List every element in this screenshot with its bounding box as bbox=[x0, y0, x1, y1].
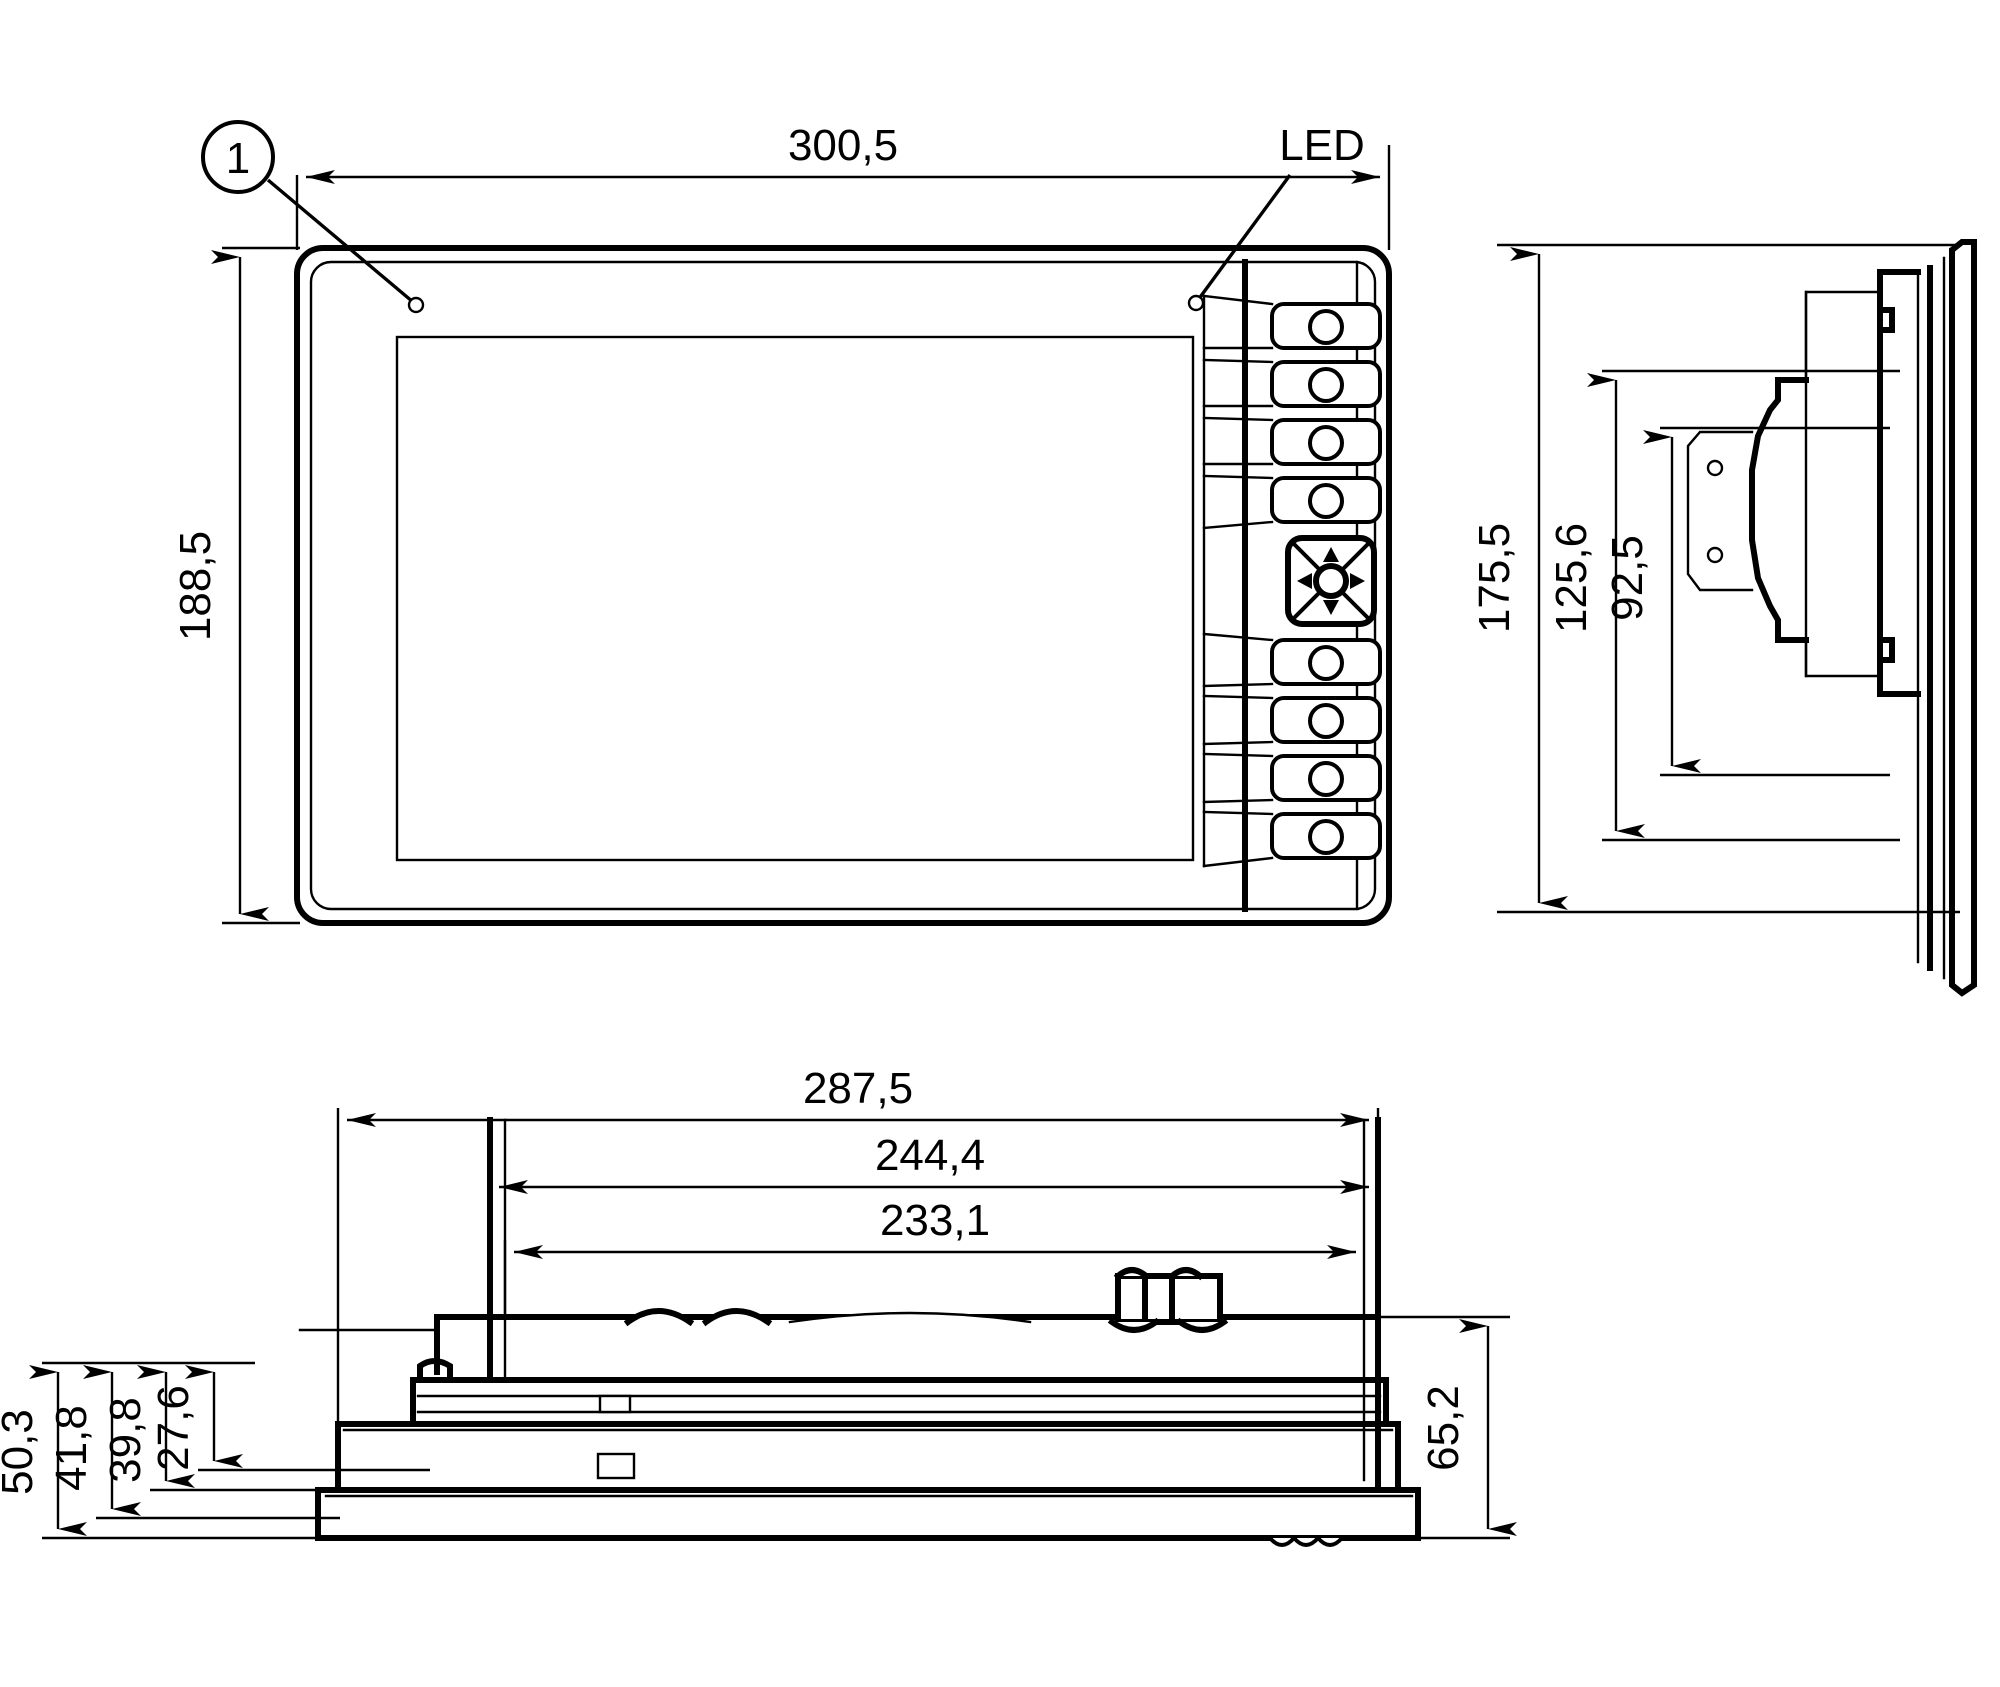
bottom-main-housing bbox=[434, 1314, 1381, 1375]
bottom-body-tier2 bbox=[335, 1421, 1401, 1493]
dimension-bottom-depth-stack: 50,3 41,8 39,8 27,6 bbox=[0, 1361, 430, 1540]
dimension-side-mid-height: 125,6 bbox=[1547, 369, 1900, 842]
side-mounting-bracket bbox=[1749, 377, 1809, 643]
led-label: LED bbox=[1279, 121, 1365, 170]
bottom-clip-left bbox=[417, 1358, 453, 1383]
dimension-bottom-right-height: 65,2 bbox=[1378, 1315, 1517, 1540]
dim-label-side-inner-height: 92,5 bbox=[1603, 535, 1652, 621]
dim-label-depth-c: 39,8 bbox=[101, 1397, 150, 1483]
dimension-bottom-third-width: 233,1 bbox=[503, 1196, 1356, 1318]
dim-label-depth-d: 27,6 bbox=[149, 1385, 198, 1471]
dimension-bottom-second-width: 244,4 bbox=[488, 1131, 1369, 1318]
navigation-pad[interactable] bbox=[1285, 535, 1377, 627]
front-view: 300,5 188,5 1 LED bbox=[171, 120, 1392, 926]
function-key[interactable] bbox=[1270, 418, 1382, 466]
side-front-plate bbox=[1949, 239, 1977, 997]
function-key-group-upper bbox=[1270, 302, 1382, 524]
balloon-callout-1: 1 bbox=[201, 120, 425, 314]
side-boss-lower bbox=[1877, 637, 1895, 663]
led-callout: LED bbox=[1187, 121, 1365, 312]
function-key[interactable] bbox=[1270, 476, 1382, 524]
function-key[interactable] bbox=[1270, 360, 1382, 408]
dim-label-bottom-right-height: 65,2 bbox=[1419, 1385, 1468, 1471]
dim-label-side-mid-height: 125,6 bbox=[1547, 523, 1596, 633]
side-body-outline bbox=[1877, 269, 1921, 697]
bottom-section-view: 287,5 244,4 233,1 65,2 bbox=[0, 1064, 1517, 1547]
dim-label-depth-a: 50,3 bbox=[0, 1409, 42, 1495]
function-key[interactable] bbox=[1270, 302, 1382, 350]
bottom-notch-b bbox=[598, 1394, 632, 1414]
dim-label-front-width: 300,5 bbox=[788, 121, 898, 170]
dim-label-depth-b: 41,8 bbox=[47, 1405, 96, 1491]
keypad-tick-lines bbox=[1202, 294, 1274, 868]
side-view: 175,5 125,6 92,5 bbox=[1470, 239, 1977, 997]
dimension-bottom-overall-width: 287,5 bbox=[336, 1064, 1380, 1470]
function-key[interactable] bbox=[1270, 638, 1382, 686]
dim-label-side-overall-height: 175,5 bbox=[1470, 523, 1519, 633]
dimension-front-height: 188,5 bbox=[171, 246, 300, 925]
balloon-label-1: 1 bbox=[226, 134, 250, 183]
dimension-side-overall-height: 175,5 bbox=[1470, 243, 1960, 914]
bottom-body-tier3 bbox=[410, 1377, 1389, 1427]
function-key[interactable] bbox=[1270, 812, 1382, 860]
bottom-base-feet bbox=[1267, 1535, 1345, 1547]
dimension-side-inner-height: 92,5 bbox=[1603, 426, 1890, 777]
dim-label-front-height: 188,5 bbox=[171, 531, 220, 641]
bottom-connector-block bbox=[1107, 1267, 1229, 1333]
dim-label-bottom-third-width: 233,1 bbox=[880, 1196, 990, 1245]
front-bezel-outline bbox=[294, 245, 1392, 926]
function-key[interactable] bbox=[1270, 754, 1382, 802]
bottom-notch-a bbox=[596, 1452, 636, 1480]
dim-label-bottom-overall-width: 287,5 bbox=[803, 1064, 913, 1113]
bottom-dome-bumps bbox=[623, 1308, 1032, 1327]
dimension-front-width: 300,5 bbox=[295, 121, 1391, 250]
display-screen bbox=[395, 335, 1195, 862]
function-key-group-lower bbox=[1270, 638, 1382, 860]
side-boss-upper bbox=[1877, 307, 1895, 333]
dim-label-bottom-second-width: 244,4 bbox=[875, 1131, 985, 1180]
function-key[interactable] bbox=[1270, 696, 1382, 744]
